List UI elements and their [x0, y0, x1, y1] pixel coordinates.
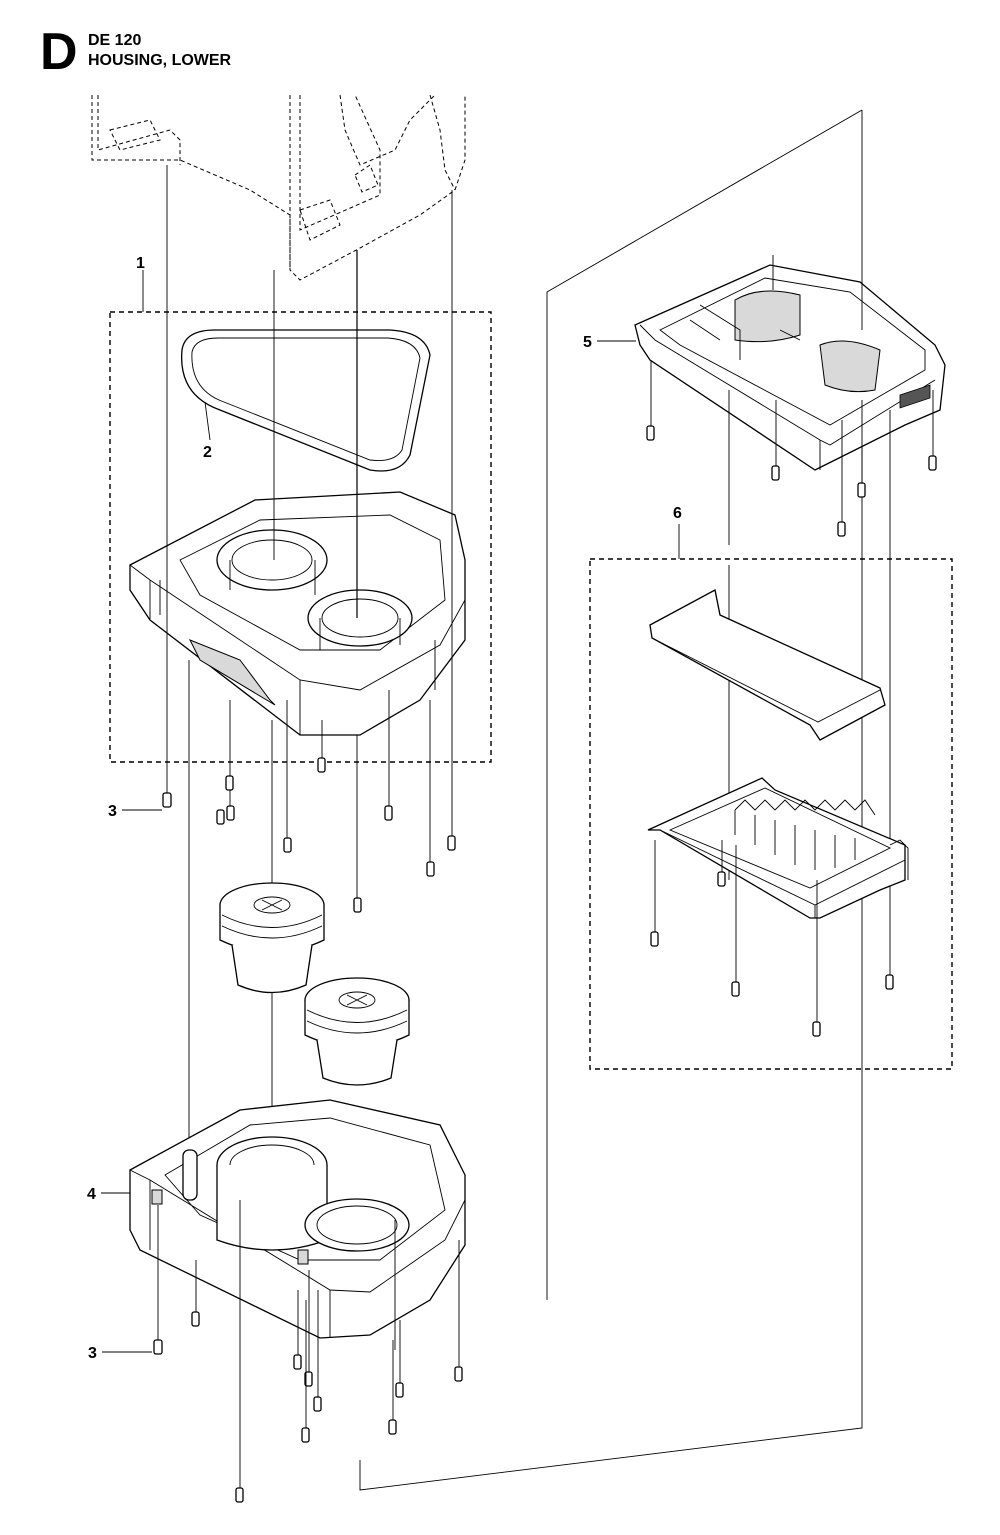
- page-title: HOUSING, LOWER: [88, 52, 232, 69]
- assembly-plane-outline: [359, 109, 863, 1491]
- svg-text:3: 3: [88, 1345, 97, 1362]
- model-name: DE 120: [88, 32, 142, 49]
- tray-part-5: [634, 255, 946, 471]
- assembly-box-6: [589, 524, 953, 1070]
- callout-3-upper: 3: [108, 803, 162, 820]
- cover-part-6: [649, 589, 886, 741]
- callout-3-lower: 3: [88, 1345, 152, 1362]
- callout-6: 6: [673, 505, 682, 522]
- screw-group-part-6: [650, 840, 821, 1037]
- screw-group-lower: [153, 1200, 463, 1503]
- svg-text:2: 2: [203, 444, 212, 461]
- svg-text:4: 4: [87, 1186, 96, 1203]
- upper-housing-ghost: [91, 94, 466, 281]
- section-letter: D: [40, 23, 78, 81]
- screw-group-part-5: [646, 360, 937, 990]
- lower-housing-part-4: [129, 1099, 466, 1350]
- callout-2: 2: [203, 401, 212, 461]
- assembly-box-1: [109, 270, 492, 763]
- callout-4: 4: [87, 1186, 130, 1203]
- page-header: D DE 120 HOUSING, LOWER: [0, 0, 1000, 80]
- screw-group-upper: [162, 757, 456, 913]
- svg-text:1: 1: [136, 255, 145, 272]
- svg-text:5: 5: [583, 334, 592, 351]
- callout-1: 1: [136, 255, 145, 272]
- filter-tray-part-6: [647, 777, 909, 919]
- motor-right: [304, 977, 410, 1086]
- svg-text:6: 6: [673, 505, 682, 522]
- housing-part-1: [129, 491, 466, 736]
- gasket-part-2: [181, 329, 431, 472]
- svg-text:3: 3: [108, 803, 117, 820]
- motor-left: [219, 882, 325, 994]
- callout-5: 5: [583, 334, 636, 351]
